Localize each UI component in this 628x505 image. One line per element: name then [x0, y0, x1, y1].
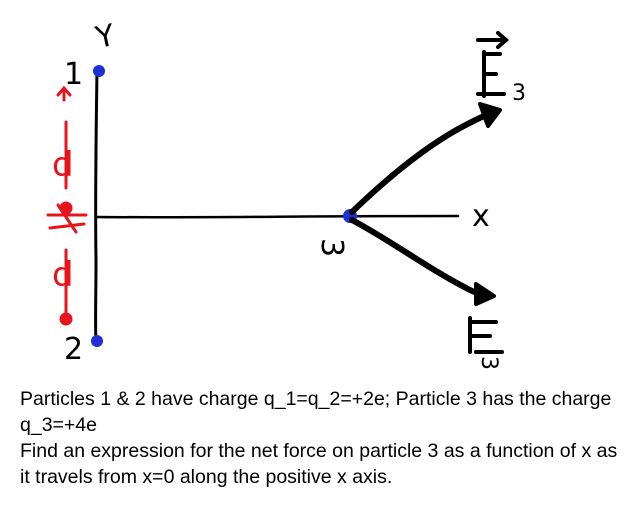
force-vector-lower [349, 217, 491, 299]
particle-1-label: 1 [64, 57, 83, 92]
problem-statement: Particles 1 & 2 have charge q_1=q_2=+2e;… [20, 386, 620, 490]
particle-2-label: 2 [64, 332, 83, 367]
force-label-lower [468, 316, 504, 354]
problem-statement-line-2: Find an expression for the net force on … [20, 440, 618, 488]
force-label-upper-subscript: 3 [512, 81, 526, 106]
force-label-upper [476, 31, 510, 98]
particle-2-dot [91, 335, 103, 347]
force-label-lower-subscript: 3 [476, 356, 501, 370]
distance-label-lower: d [52, 255, 74, 295]
y-axis [94, 68, 99, 347]
y-axis-label: Y [92, 18, 119, 56]
distance-marks [46, 85, 88, 326]
problem-statement-line-1: Particles 1 & 2 have charge q_1=q_2=+2e;… [20, 388, 612, 436]
x-axis [94, 214, 460, 219]
x-axis-label: x [472, 199, 490, 234]
charge-diagram: Y x 1 2 d d 3 3 3 [46, 18, 526, 370]
distance-label-upper: d [52, 145, 74, 185]
force-vector-upper [349, 109, 497, 215]
force-vector-upper-head [478, 102, 502, 128]
particle-1-dot [93, 65, 105, 77]
force-vector-lower-head [474, 282, 496, 306]
particle-3-label: 3 [314, 238, 349, 257]
